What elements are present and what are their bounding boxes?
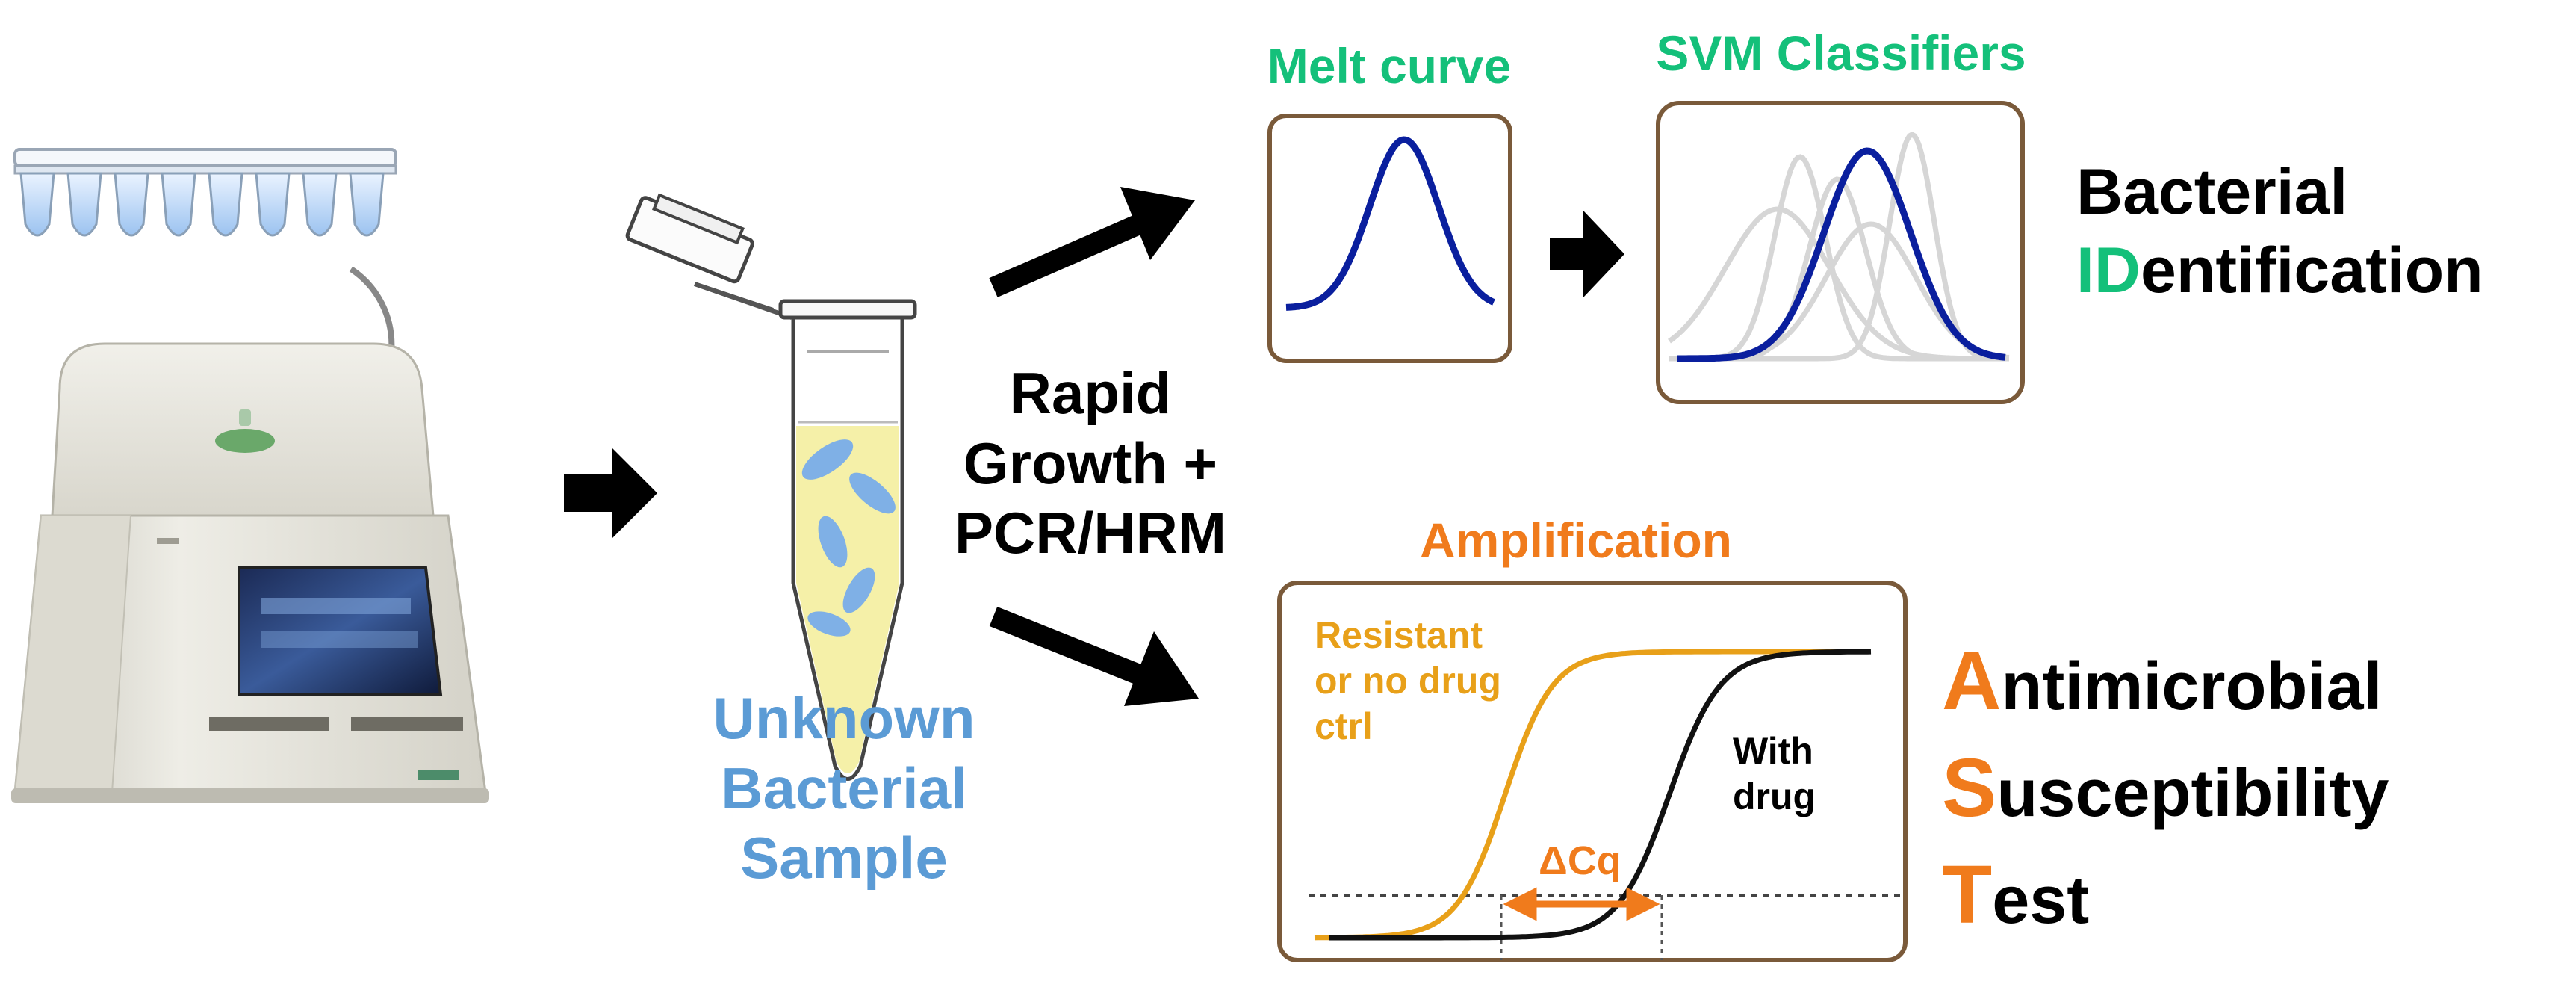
resistant-label-line3: ctrl	[1315, 705, 1373, 747]
ast-rest-a: ntimicrobial	[2001, 649, 2383, 724]
melt-curve-title: Melt curve	[1267, 38, 1512, 93]
identification-rest: entification	[2141, 234, 2483, 306]
pcr-tube	[114, 172, 149, 237]
sample-label-line1: Unknown	[713, 685, 975, 751]
process-label: Rapid Growth + PCR/HRM	[919, 359, 1262, 569]
arrow-right-icon	[1550, 211, 1624, 297]
delta-cq-label: ΔCq	[1539, 838, 1621, 883]
amplification-panel	[1277, 581, 1908, 962]
ast-line2: Susceptibility	[1942, 734, 2389, 841]
ast-line3: Test	[1942, 841, 2389, 948]
bacteria-cell-icon	[801, 439, 896, 637]
ast-rest-t: est	[1992, 863, 2090, 938]
pcr-tube	[19, 172, 55, 237]
melt-curve	[1285, 136, 1495, 311]
identification-highlight: ID	[2076, 234, 2141, 306]
ast-letter-s: S	[1942, 742, 1997, 834]
resistant-label-line1: Resistant	[1315, 614, 1483, 656]
svm-title: SVM Classifiers	[1656, 25, 2026, 81]
pcr-tube	[208, 172, 243, 237]
ast-line1: Antimicrobial	[1942, 628, 2389, 734]
sample-label-line3: Sample	[740, 825, 948, 891]
pcr-tube	[349, 172, 385, 237]
pcr-tube	[255, 172, 291, 237]
sample-label-line2: Bacterial	[721, 755, 967, 821]
sample-label: Unknown Bacterial Sample	[657, 684, 1031, 894]
melt-curve-panel	[1267, 114, 1512, 363]
classified-curve	[1677, 147, 2006, 362]
process-label-line2: Growth +	[963, 430, 1218, 496]
arrow-right-icon	[989, 607, 1199, 706]
resistant-label-line2: or no drug	[1315, 660, 1501, 702]
resistant-amplification-curve	[1314, 649, 1867, 941]
pcr-tube	[161, 172, 196, 237]
ast-letter-a: A	[1942, 635, 2002, 727]
with-drug-label: With drug	[1733, 729, 1816, 820]
with-drug-line2: drug	[1733, 776, 1816, 817]
microcentrifuge-tube-icon	[625, 193, 917, 781]
identification-word1: Bacterial	[2076, 156, 2348, 228]
process-label-line1: Rapid	[1009, 360, 1172, 426]
ast-letter-t: T	[1942, 849, 1993, 941]
amplification-title: Amplification	[1419, 513, 1732, 568]
pcr-tube	[302, 172, 338, 237]
pcr-strip-tubes-icon	[13, 148, 397, 237]
pcr-tube	[66, 172, 102, 237]
resistant-label: Resistant or no drug ctrl	[1315, 613, 1501, 749]
process-label-line3: PCR/HRM	[955, 500, 1226, 566]
thermocycler-icon	[11, 342, 489, 803]
arrow-right-icon	[989, 187, 1195, 297]
arrow-right-icon	[564, 448, 657, 538]
identification-word2: IDentification	[2076, 232, 2483, 310]
ast-rest-s: usceptibility	[1996, 756, 2389, 831]
ast-label: Antimicrobial Susceptibility Test	[1942, 628, 2389, 948]
with-drug-line1: With	[1733, 730, 1813, 772]
identification-label: Bacterial IDentification	[2076, 153, 2483, 310]
reference-curve	[1667, 206, 2009, 362]
